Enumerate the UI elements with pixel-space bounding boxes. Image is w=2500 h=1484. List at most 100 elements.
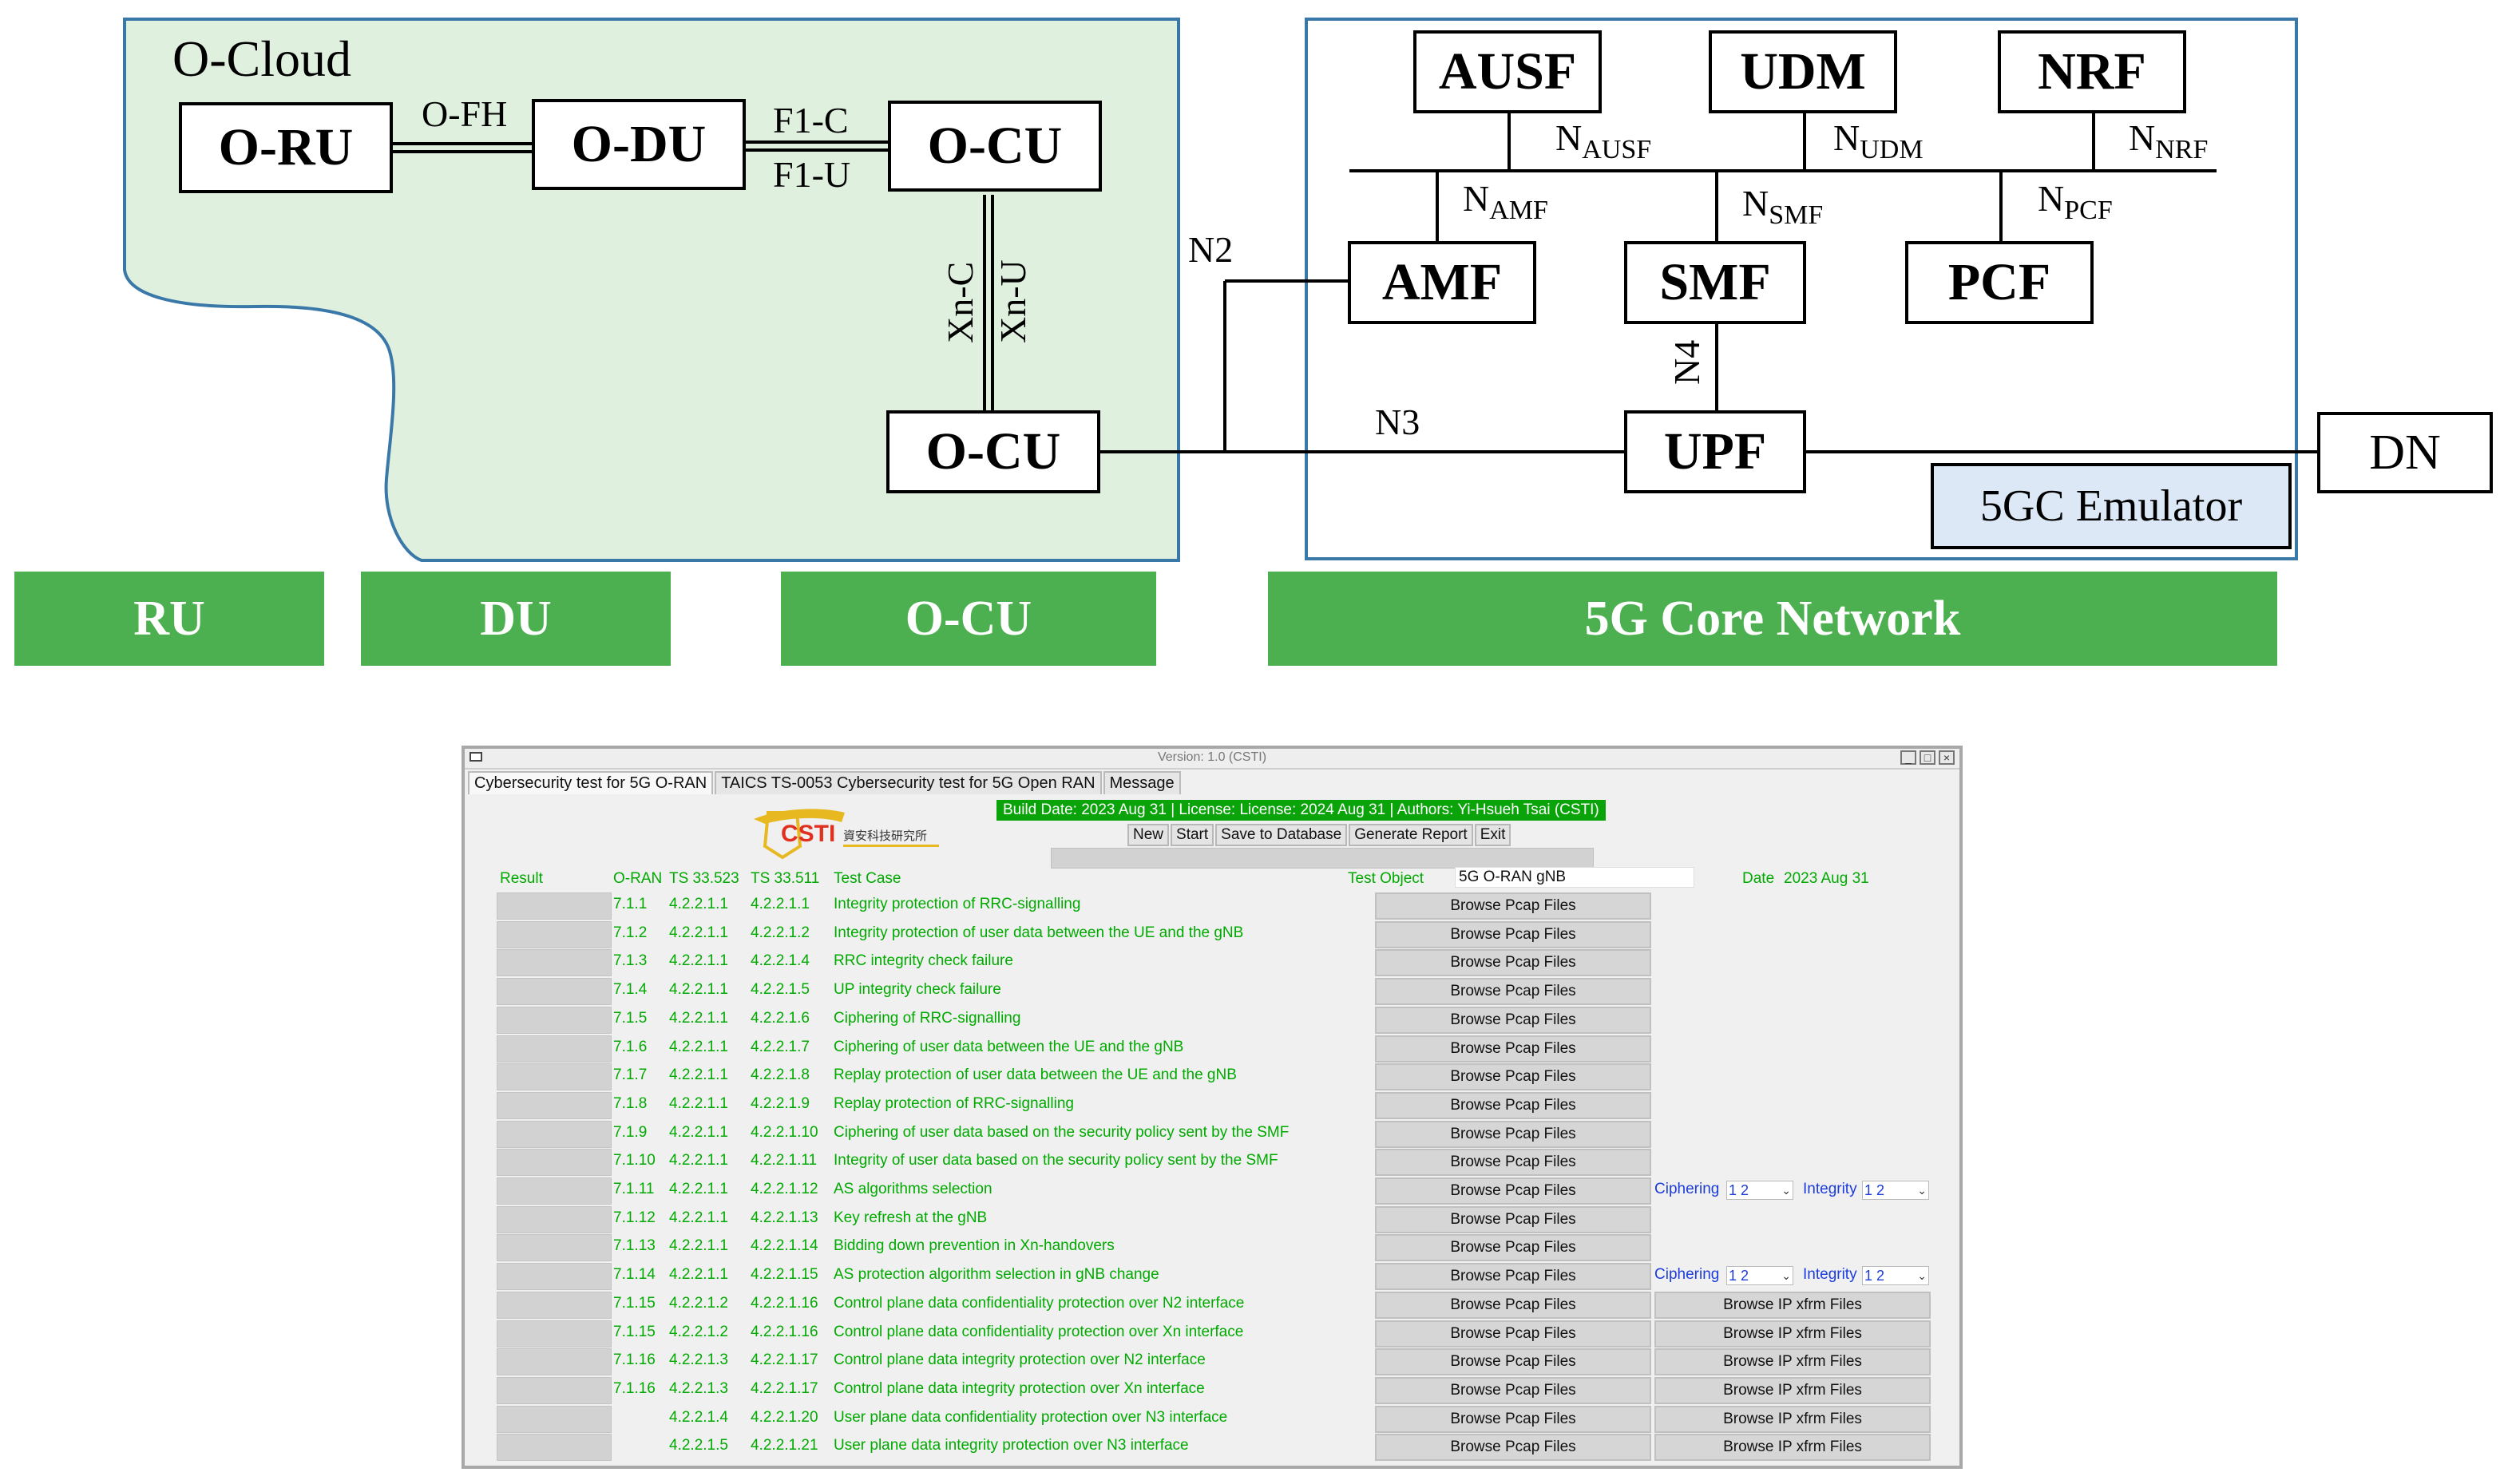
test-case-name: Control plane data integrity protection … [834, 1379, 1205, 1397]
test-case-name: UP integrity check failure [834, 981, 1001, 999]
browse-pcap-button[interactable]: Browse Pcap Files [1375, 1063, 1651, 1091]
header-ts523: TS 33.523 [669, 870, 739, 887]
save-to-database-button[interactable]: Save to Database [1215, 824, 1348, 846]
browse-pcap-button[interactable]: Browse Pcap Files [1375, 1234, 1651, 1262]
oran-id: 7.1.13 [613, 1237, 656, 1255]
browse-pcap-button[interactable]: Browse Pcap Files [1375, 1405, 1651, 1433]
oran-id: 7.1.9 [613, 1123, 648, 1141]
oran-id: 7.1.10 [613, 1152, 656, 1169]
maximize-icon[interactable]: □ [1920, 750, 1935, 765]
browse-xfrm-button[interactable]: Browse IP xfrm Files [1654, 1434, 1931, 1462]
test-case-name: Bidding down prevention in Xn-handovers [834, 1237, 1115, 1255]
ts511-id: 4.2.2.1.12 [751, 1181, 818, 1197]
integrity-select[interactable]: 1 2⌄ [1862, 1181, 1929, 1200]
browse-xfrm-button[interactable]: Browse IP xfrm Files [1654, 1376, 1931, 1404]
test-case-name: Ciphering of user data between the UE an… [834, 1038, 1184, 1055]
oran-id: 7.1.15 [613, 1294, 656, 1312]
exit-button[interactable]: Exit [1474, 824, 1511, 846]
browse-pcap-button[interactable]: Browse Pcap Files [1375, 892, 1651, 920]
xnc-label: Xn-C [940, 261, 981, 343]
ts523-id: 4.2.2.1.1 [669, 981, 728, 999]
csti-logo: CSTI 資安科技研究所 [754, 809, 939, 860]
result-cell [497, 1177, 612, 1205]
tab-cybersecurity-oran[interactable]: Cybersecurity test for 5G O-RAN [468, 771, 714, 794]
window-menu-icon[interactable] [469, 752, 482, 762]
ts511-id: 4.2.2.1.7 [751, 1038, 810, 1055]
ts511-id: 4.2.2.1.21 [751, 1437, 818, 1454]
ts511-id: 4.2.2.1.14 [751, 1237, 818, 1255]
browse-xfrm-button[interactable]: Browse IP xfrm Files [1654, 1348, 1931, 1376]
browse-pcap-button[interactable]: Browse Pcap Files [1375, 1149, 1651, 1177]
test-case-name: User plane data confidentiality protecti… [834, 1408, 1228, 1426]
oran-id: 7.1.2 [613, 924, 648, 941]
minimize-icon[interactable]: _ [1900, 750, 1916, 765]
ts523-id: 4.2.2.1.1 [669, 924, 728, 941]
table-row: 7.1.13 4.2.2.1.1 4.2.2.1.14 Bidding down pr… [465, 1234, 1959, 1263]
generate-report-button[interactable]: Generate Report [1349, 824, 1473, 846]
ts523-id: 4.2.2.1.1 [669, 1181, 728, 1197]
browse-pcap-button[interactable]: Browse Pcap Files [1375, 1035, 1651, 1063]
pcf-node: PCF [1905, 241, 2094, 324]
ausf-node: AUSF [1413, 30, 1602, 113]
xnu-label: Xn-U [992, 259, 1033, 343]
ciphering-select[interactable]: 1 2⌄ [1726, 1181, 1793, 1200]
browse-pcap-button[interactable]: Browse Pcap Files [1375, 1434, 1651, 1462]
result-cell [497, 1091, 612, 1119]
ofh-label: O-FH [422, 93, 508, 134]
browse-pcap-button[interactable]: Browse Pcap Files [1375, 1291, 1651, 1319]
browse-pcap-button[interactable]: Browse Pcap Files [1375, 1177, 1651, 1205]
start-button[interactable]: Start [1171, 824, 1214, 846]
tab-message[interactable]: Message [1103, 771, 1181, 794]
test-case-name: Control plane data integrity protection … [834, 1351, 1206, 1369]
integrity-select[interactable]: 1 2⌄ [1862, 1266, 1929, 1286]
ts523-id: 4.2.2.1.1 [669, 1237, 728, 1255]
test-case-name: Control plane data confidentiality prote… [834, 1294, 1245, 1312]
browse-pcap-button[interactable]: Browse Pcap Files [1375, 978, 1651, 1006]
ts511-id: 4.2.2.1.11 [751, 1152, 818, 1169]
chevron-down-icon: ⌄ [1781, 1184, 1791, 1197]
progress-bar [1051, 848, 1594, 869]
f1c-label: F1-C [773, 100, 849, 140]
integrity-label: Integrity [1803, 1266, 1857, 1284]
result-cell [497, 1434, 612, 1462]
dn-node: DN [2317, 412, 2493, 493]
browse-pcap-button[interactable]: Browse Pcap Files [1375, 1320, 1651, 1347]
browse-pcap-button[interactable]: Browse Pcap Files [1375, 949, 1651, 977]
result-cell [497, 1376, 612, 1404]
ts523-id: 4.2.2.1.1 [669, 952, 728, 970]
browse-pcap-button[interactable]: Browse Pcap Files [1375, 920, 1651, 948]
browse-pcap-button[interactable]: Browse Pcap Files [1375, 1348, 1651, 1376]
result-cell [497, 920, 612, 948]
close-icon[interactable]: × [1939, 750, 1955, 765]
browse-pcap-button[interactable]: Browse Pcap Files [1375, 1120, 1651, 1148]
ts523-id: 4.2.2.1.4 [669, 1408, 728, 1426]
result-cell [497, 1205, 612, 1233]
ciphering-select[interactable]: 1 2⌄ [1726, 1266, 1793, 1286]
browse-xfrm-button[interactable]: Browse IP xfrm Files [1654, 1291, 1931, 1319]
browse-pcap-button[interactable]: Browse Pcap Files [1375, 1376, 1651, 1404]
oran-id: 7.1.1 [613, 896, 648, 912]
new-button[interactable]: New [1127, 824, 1170, 846]
browse-pcap-button[interactable]: Browse Pcap Files [1375, 1091, 1651, 1119]
nrf-node: NRF [1998, 30, 2186, 113]
browse-xfrm-button[interactable]: Browse IP xfrm Files [1654, 1320, 1931, 1347]
test-object-input[interactable]: 5G O-RAN gNB [1455, 867, 1694, 888]
browse-pcap-button[interactable]: Browse Pcap Files [1375, 1205, 1651, 1233]
browse-pcap-button[interactable]: Browse Pcap Files [1375, 1006, 1651, 1034]
browse-pcap-button[interactable]: Browse Pcap Files [1375, 1263, 1651, 1291]
test-case-name: Ciphering of RRC-signalling [834, 1009, 1021, 1027]
chevron-down-icon: ⌄ [1781, 1269, 1791, 1283]
tab-taics-ts0053[interactable]: TAICS TS-0053 Cybersecurity test for 5G … [715, 771, 1102, 794]
n4-label: N4 [1666, 339, 1707, 385]
browse-xfrm-button[interactable]: Browse IP xfrm Files [1654, 1405, 1931, 1433]
